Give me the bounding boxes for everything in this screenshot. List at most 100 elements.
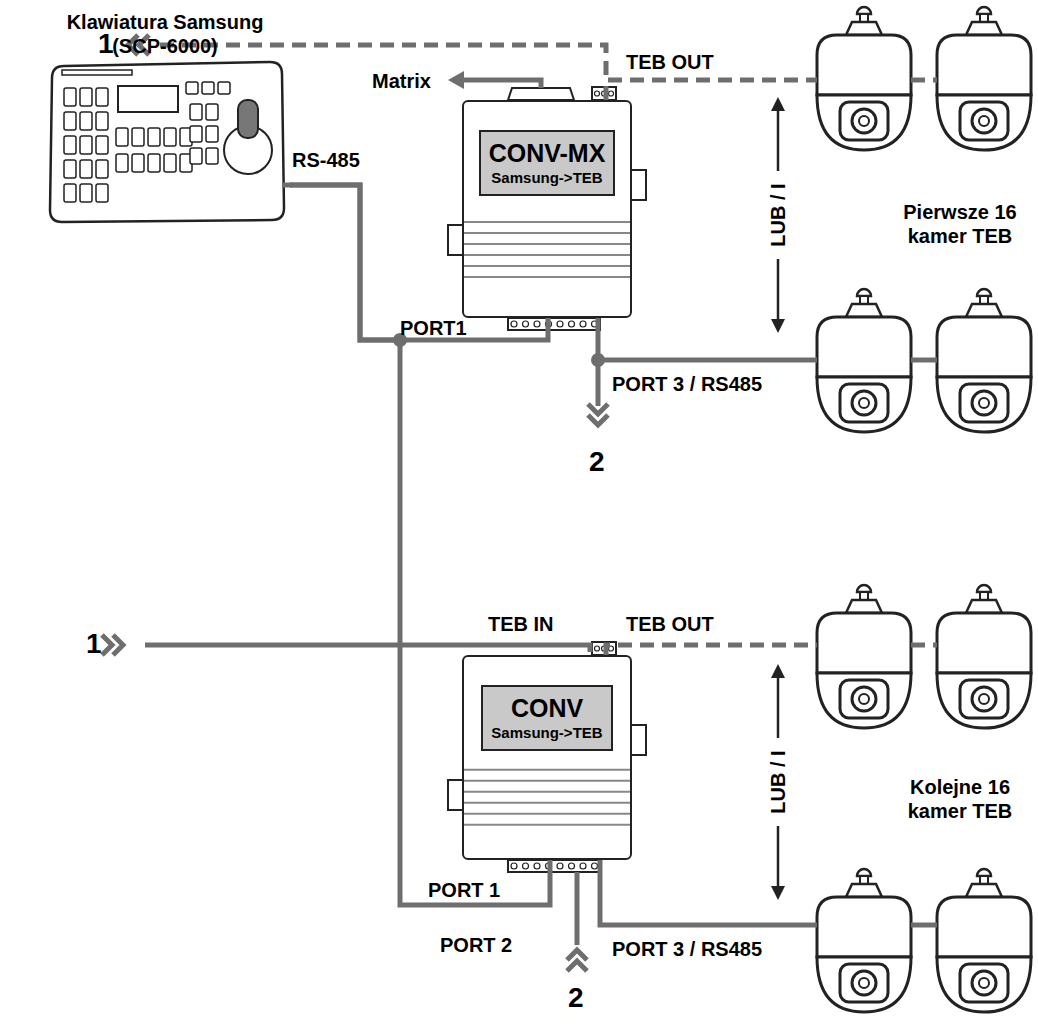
converter-box: CONVSamsung->TEB — [462, 655, 632, 860]
key — [64, 136, 76, 154]
terminal-screw — [557, 863, 563, 869]
terminal-strip — [508, 860, 600, 872]
camera-lens — [972, 109, 996, 133]
key — [64, 184, 76, 202]
key — [116, 154, 128, 172]
rib — [464, 813, 630, 815]
matrix-connector — [508, 88, 574, 100]
chevron — [567, 961, 587, 971]
camera-mount — [977, 585, 991, 592]
terminal-screw — [523, 863, 529, 869]
chevron — [588, 404, 608, 414]
camera-lens — [960, 680, 1008, 718]
camera-mount — [846, 884, 882, 897]
device-name: CONV — [491, 693, 602, 723]
terminal-screw — [569, 321, 575, 327]
double-arrow — [777, 103, 780, 171]
rs485-wire — [911, 923, 937, 928]
terminal-screw — [595, 646, 600, 651]
terminal-screw — [557, 321, 563, 327]
rs485-link — [598, 318, 817, 360]
mount-tab — [630, 170, 646, 200]
rib — [464, 232, 630, 234]
caption-text: Klawiatura Samsung (SCP-6000) — [50, 10, 280, 58]
port-label: PORT1 — [400, 316, 467, 340]
rib — [464, 824, 630, 826]
teb-in-wire — [145, 645, 590, 652]
key — [206, 148, 218, 164]
camera-mount — [966, 600, 1002, 613]
key — [202, 82, 214, 94]
keyboard-strip — [62, 70, 132, 75]
caption-text: Kolejne 16 kamer TEB — [889, 775, 1031, 823]
group-caption: Kolejne 16 kamer TEB — [889, 775, 1031, 823]
camera-lens — [979, 978, 989, 988]
terminal-screw — [534, 863, 540, 869]
camera-housing — [937, 613, 1031, 673]
camera-housing — [937, 897, 1031, 957]
terminal-screw — [569, 863, 575, 869]
camera-group: Pierwsze 16 kamer TEB — [817, 0, 1035, 440]
terminal-screw — [580, 321, 586, 327]
signal-label: PORT 2 — [440, 933, 512, 957]
camera-lens — [979, 116, 989, 126]
key — [132, 128, 144, 146]
key — [148, 128, 160, 146]
device-name: CONV-MX — [489, 138, 606, 168]
key — [64, 112, 76, 130]
key — [80, 136, 92, 154]
double-arrow — [777, 259, 780, 327]
camera-lens — [859, 398, 869, 408]
camera-dome — [937, 957, 1031, 1012]
terminal-screw — [534, 321, 540, 327]
camera-dome — [937, 377, 1031, 432]
port-label: PORT 1 — [428, 878, 500, 902]
key — [116, 128, 128, 146]
rs485-link — [600, 860, 817, 925]
camera-housing — [937, 317, 1031, 377]
terminal-strip — [508, 318, 600, 330]
port2-wire — [575, 872, 580, 945]
camera-mount — [966, 22, 1002, 35]
camera-mount — [966, 304, 1002, 317]
camera-mount — [846, 600, 882, 613]
camera-mount — [857, 289, 871, 296]
camera-lens — [859, 116, 869, 126]
rib — [464, 265, 630, 267]
camera-dome — [937, 95, 1031, 150]
callout-number: 1 — [98, 28, 114, 60]
rib — [464, 243, 630, 245]
camera-mount — [857, 7, 871, 14]
terminal-screw — [511, 321, 517, 327]
key — [164, 128, 176, 146]
port-label: PORT 3 / RS485 — [612, 372, 762, 396]
camera-mount — [846, 22, 882, 35]
terminal-screw — [609, 91, 614, 96]
rib — [464, 791, 630, 793]
camera-lens — [840, 964, 888, 1002]
rib — [464, 780, 630, 782]
camera-lens — [852, 687, 876, 711]
camera-mount — [857, 869, 871, 876]
camera-mount — [977, 7, 991, 14]
keyboard-lcd — [118, 86, 178, 112]
key — [96, 112, 108, 130]
device-name: Samsung->TEB — [491, 723, 602, 743]
camera-mount — [977, 289, 991, 296]
camera-lens — [960, 102, 1008, 140]
camera-lens — [960, 964, 1008, 1002]
key — [190, 104, 202, 120]
teb-wire — [911, 643, 937, 648]
rib — [464, 802, 630, 804]
camera-mount — [846, 304, 882, 317]
key — [64, 160, 76, 178]
camera-lens — [972, 687, 996, 711]
terminal-screw — [523, 321, 529, 327]
camera-mount — [977, 869, 991, 876]
camera-housing — [817, 897, 911, 957]
key — [148, 154, 160, 172]
camera-lens — [840, 384, 888, 422]
key — [186, 82, 198, 94]
key — [218, 82, 230, 94]
